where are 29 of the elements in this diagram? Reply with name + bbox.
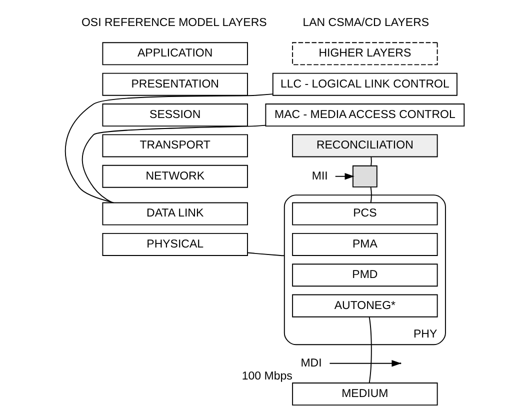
connector	[370, 156, 372, 166]
node-text: MDI	[300, 357, 322, 370]
connector	[370, 186, 372, 204]
connector	[368, 316, 372, 384]
arrow	[334, 173, 354, 180]
node-box: TRANSPORT	[102, 134, 248, 158]
label: LAN CSMA/CD LAYERS	[302, 16, 430, 29]
node-box: PHYSICAL	[102, 232, 248, 256]
node-box: NETWORK	[102, 164, 248, 188]
node-box: PMA	[292, 232, 438, 256]
node-box: LLC - LOGICAL LINK CONTROL	[272, 72, 458, 96]
node-box: DATA LINK	[102, 202, 248, 226]
node-box: APPLICATION	[102, 42, 248, 66]
node-label: 100 Mbps	[242, 370, 292, 383]
node-box: PRESENTATION	[102, 72, 248, 96]
node-box: HIGHER LAYERS	[292, 42, 438, 66]
node-box: AUTONEG*	[292, 294, 438, 318]
node-box: PCS	[292, 202, 438, 226]
node-box: MEDIUM	[292, 382, 438, 406]
connector	[64, 94, 274, 204]
node-box: RECONCILIATION	[292, 134, 438, 158]
node-box: PMD	[292, 264, 438, 287]
label: OSI REFERENCE MODEL LAYERS	[81, 16, 267, 29]
connector	[82, 124, 266, 204]
connector	[247, 252, 285, 256]
node-box	[352, 165, 378, 188]
node-text: MII	[312, 170, 328, 182]
node-box: MAC - MEDIA ACCESS CONTROL	[265, 104, 465, 127]
node-box: SESSION	[102, 104, 248, 127]
